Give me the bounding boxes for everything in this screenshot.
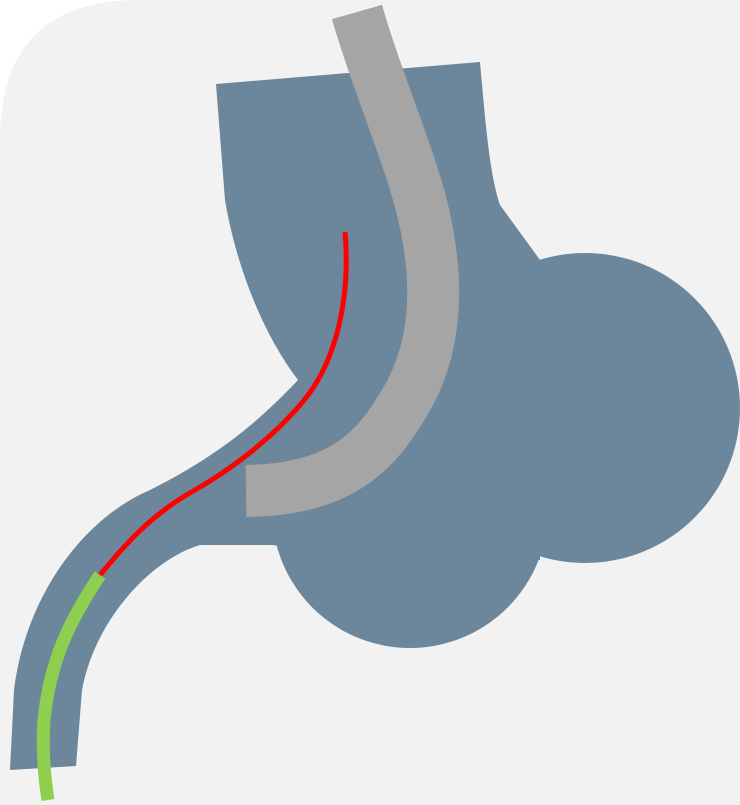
stomach-diagram <box>0 0 740 805</box>
diagram-canvas <box>0 0 740 805</box>
